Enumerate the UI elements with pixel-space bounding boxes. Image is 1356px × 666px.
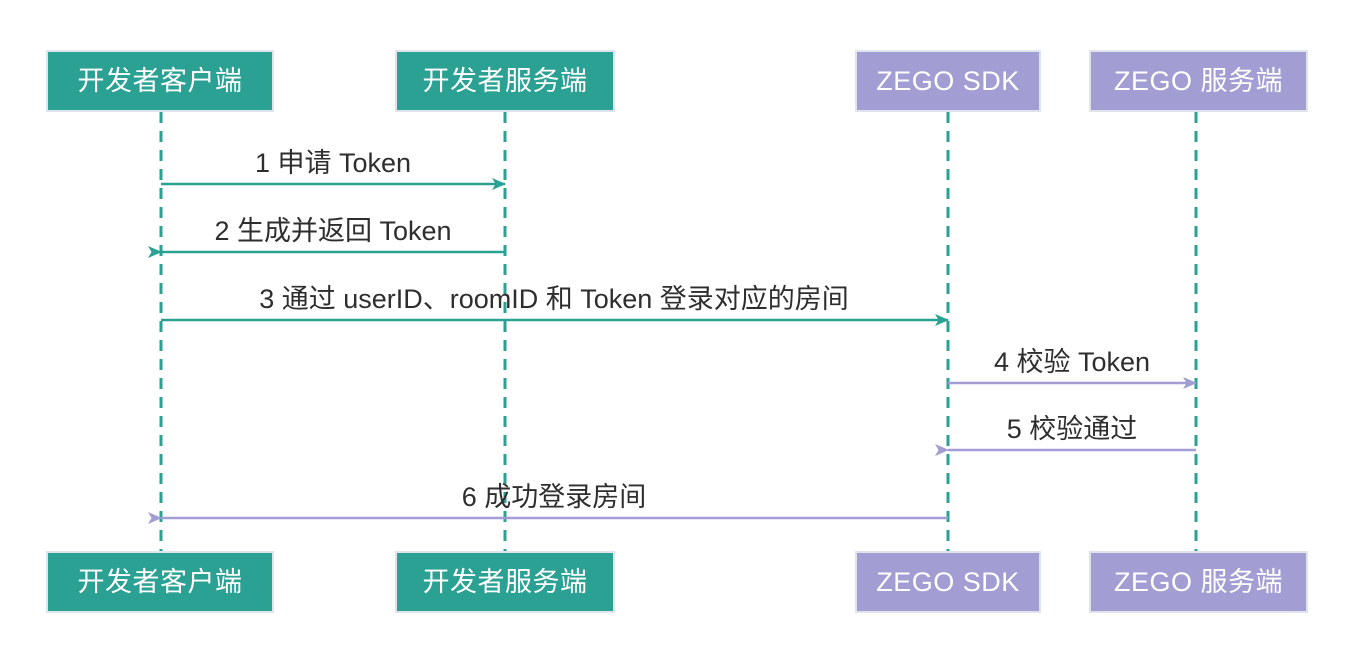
- message-label-2: 2 生成并返回 Token: [214, 216, 452, 246]
- message-label-4: 4 校验 Token: [993, 347, 1151, 377]
- message-label-1: 1 申请 Token: [254, 148, 412, 178]
- participant-header-dev-server: 开发者服务端: [395, 50, 615, 112]
- message-label-6: 6 成功登录房间: [461, 482, 647, 512]
- participant-label: 开发者客户端: [77, 566, 243, 597]
- participant-label: ZEGO 服务端: [1113, 566, 1283, 597]
- participant-header-zego-server: ZEGO 服务端: [1089, 50, 1308, 112]
- participant-label: ZEGO SDK: [876, 65, 1020, 96]
- participant-label: ZEGO 服务端: [1113, 65, 1283, 96]
- participant-header-dev-client: 开发者客户端: [46, 50, 274, 112]
- participant-label: ZEGO SDK: [876, 566, 1020, 597]
- message-arrows-group: [148, 178, 1197, 524]
- message-label-5: 5 校验通过: [1006, 414, 1138, 444]
- participant-footer-zego-sdk: ZEGO SDK: [855, 551, 1041, 613]
- participant-footer-zego-server: ZEGO 服务端: [1089, 551, 1308, 613]
- participant-label: 开发者客户端: [77, 65, 243, 96]
- participant-footer-dev-server: 开发者服务端: [395, 551, 615, 613]
- participant-label: 开发者服务端: [422, 65, 588, 96]
- message-label-3: 3 通过 userID、roomID 和 Token 登录对应的房间: [259, 284, 849, 314]
- participant-header-zego-sdk: ZEGO SDK: [855, 50, 1041, 112]
- lifelines-group: [159, 112, 1198, 551]
- participant-footer-dev-client: 开发者客户端: [46, 551, 274, 613]
- participant-label: 开发者服务端: [422, 566, 588, 597]
